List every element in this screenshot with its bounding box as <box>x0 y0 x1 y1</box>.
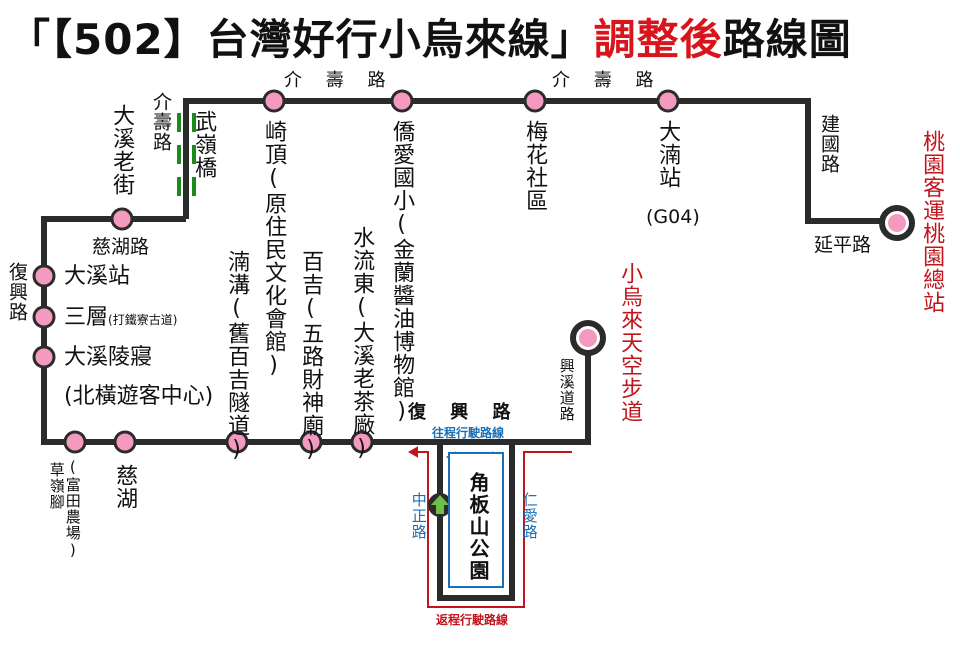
stop-daxi-station[interactable] <box>32 264 56 288</box>
label-daxi-station: 大溪站 <box>64 264 131 289</box>
stop-daxi-mausoleum[interactable] <box>32 345 56 369</box>
road-label-fuxing-left: 復興路 <box>5 262 28 322</box>
legend-inbound: 返程行駛路線 <box>436 613 509 627</box>
stop-baiji[interactable] <box>299 430 323 454</box>
road-label-jieshou-vertical: 介壽路 <box>149 92 172 152</box>
label-meihua: 梅花社區 <box>522 120 548 212</box>
road-label-renai: 仁愛路 <box>520 492 539 540</box>
label-shuiliu-east: 水流東(大溪老茶廠) <box>349 226 375 462</box>
label-danan: 大湳站 <box>655 120 681 189</box>
label-fudian-farm: (富田農場) <box>63 458 82 560</box>
bridge-dash-markers <box>177 113 196 196</box>
label-daxi-old-street: 大溪老街 <box>109 104 135 196</box>
label-cihu: 慈湖 <box>112 464 138 510</box>
label-jiaobanshan-park: 角板山公園 <box>466 472 490 582</box>
inbound-route-line <box>407 446 572 608</box>
stop-nangou[interactable] <box>225 430 249 454</box>
terminal-taoyuan[interactable] <box>879 205 915 241</box>
road-label-jianguo: 建國路 <box>817 114 840 174</box>
label-qiding: 崎頂(原住民文化會館) <box>261 120 287 379</box>
label-taoyuan-terminal: 桃園客運桃園總站 <box>919 130 945 314</box>
label-caoling: 草嶺腳 <box>47 462 66 510</box>
title-part1: 「【502】台灣好行小烏來線」 <box>8 15 594 64</box>
stop-qiao-ai[interactable] <box>390 89 414 113</box>
label-sanceng: 三層(打鐵寮古道) <box>64 307 177 329</box>
legend-outbound: 往程行駛路線 <box>432 426 505 440</box>
label-baiji: 百吉(五路財神廟) <box>298 250 324 463</box>
terminal-xiaowulai[interactable] <box>570 320 606 356</box>
road-label-zhongzheng: 中正路 <box>409 492 428 540</box>
stop-shuiliu-east[interactable] <box>350 430 374 454</box>
label-danan-code: (G04) <box>646 206 700 228</box>
stop-danan[interactable] <box>656 89 680 113</box>
label-sanceng-note: (打鐵寮古道) <box>108 313 178 327</box>
route-line-park-loop <box>437 442 515 601</box>
stop-caoling[interactable] <box>63 430 87 454</box>
label-xiaowulai-skywalk: 小烏來天空步道 <box>617 262 643 423</box>
stop-cihu[interactable] <box>113 430 137 454</box>
park-box: 角板山公園 <box>448 452 504 588</box>
label-sanceng-name: 三層 <box>64 305 109 330</box>
road-label-yanping: 延平路 <box>814 234 872 256</box>
road-label-xingxi: 興溪道路 <box>557 358 576 422</box>
road-label-fuxing-bottom: 復 興 路 <box>408 402 520 423</box>
stop-qiding[interactable] <box>262 89 286 113</box>
road-label-cihu: 慈湖路 <box>92 236 150 258</box>
road-label-jieshou-left: 介 壽 路 <box>284 70 395 91</box>
label-wuling-bridge: 武嶺橋 <box>191 110 217 179</box>
label-nangou: 湳溝(舊百吉隧道) <box>224 250 250 463</box>
label-qiao-ai: 僑愛國小(金蘭醬油博物館) <box>389 120 415 425</box>
stop-daxi-old-street[interactable] <box>110 207 134 231</box>
page-title: 「【502】台灣好行小烏來線」調整後路線圖 <box>8 6 852 67</box>
label-daxi-mausoleum: 大溪陵寢 <box>64 345 153 370</box>
label-beiheng-center: (北橫遊客中心) <box>64 384 214 409</box>
route-line-west <box>41 216 591 445</box>
title-part2: 調整後 <box>593 15 723 64</box>
stop-sanceng[interactable] <box>32 305 56 329</box>
road-label-jieshou-right: 介 壽 路 <box>552 70 663 91</box>
stop-meihua[interactable] <box>523 89 547 113</box>
title-part3: 路線圖 <box>722 15 852 64</box>
route-line-main <box>183 98 895 224</box>
arrow-up-icon <box>428 493 452 517</box>
